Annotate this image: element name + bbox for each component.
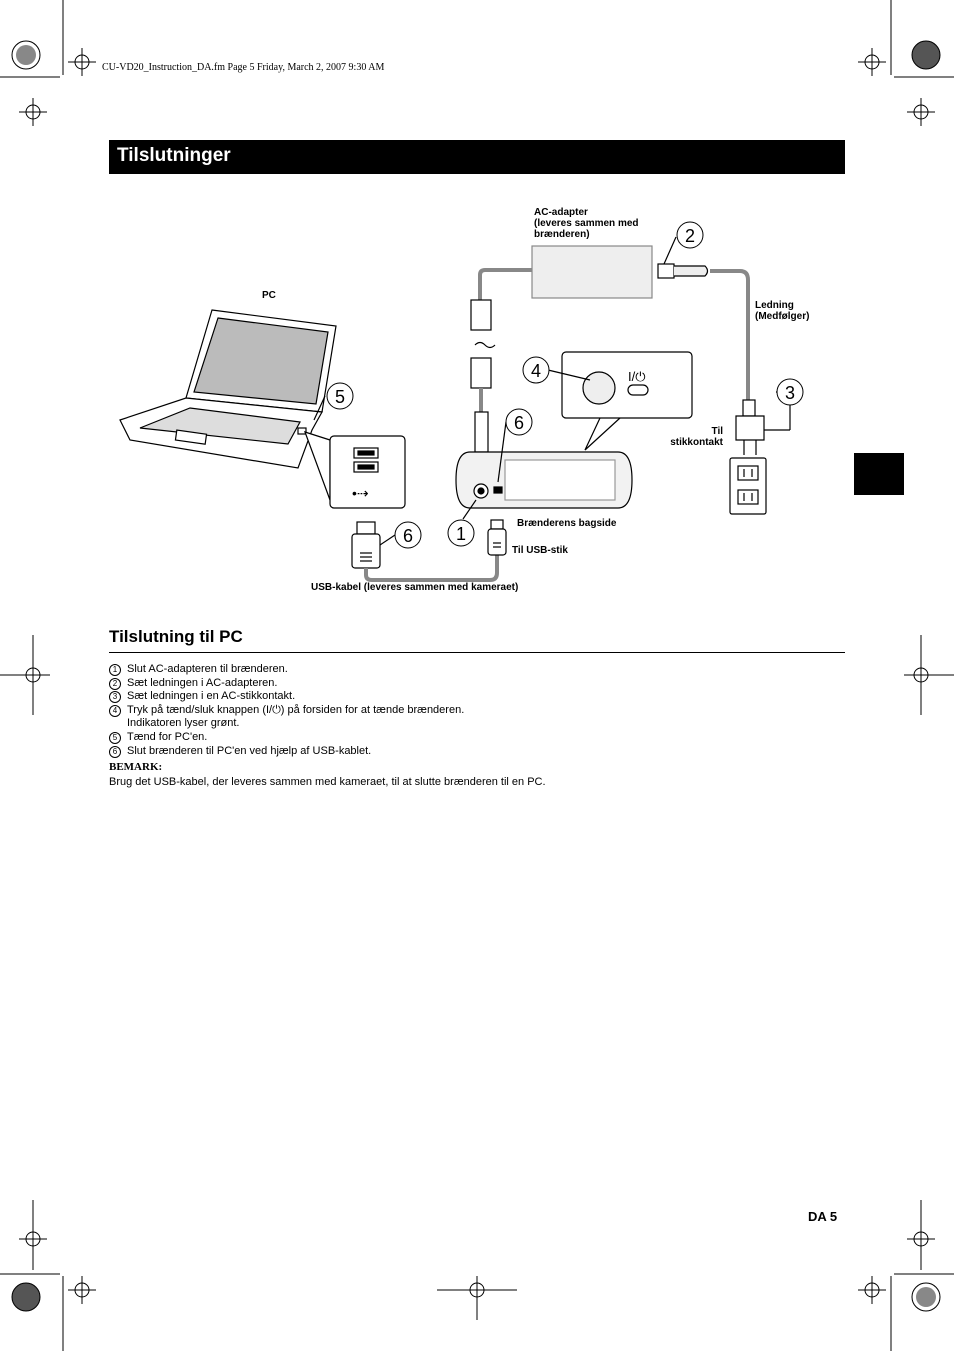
label-burner-back: Brænderens bagside — [517, 518, 617, 529]
callout-4 — [522, 356, 550, 384]
side-tab-marker — [854, 453, 904, 495]
callout-5 — [326, 382, 354, 410]
usb-cable — [364, 555, 499, 582]
banner-title: Tilslutninger — [117, 145, 231, 166]
step-text: Sæt ledningen i AC-adapteren. — [127, 676, 278, 689]
power-button-panel — [561, 351, 693, 419]
callout-1-text: 1 — [456, 524, 466, 544]
step-number: 3 — [109, 691, 121, 704]
power-button — [582, 371, 616, 405]
callout-3 — [776, 378, 804, 406]
list-item: 6 Slut brænderen til PC'en ved hjælp af U… — [109, 745, 464, 759]
ac-adapter-box — [531, 245, 653, 299]
page-number: DA 5 — [808, 1209, 838, 1224]
callout-2 — [676, 221, 704, 249]
list-item: 1 Slut AC-adapteren til brænderen. — [109, 663, 464, 677]
label-usb-cable: USB-kabel (leveres sammen med kameraet) — [311, 582, 519, 593]
power-symbol: I/⏻ — [628, 369, 646, 384]
note-text: Brug det USB-kabel, der leveres sammen m… — [109, 776, 546, 788]
callout-1 — [447, 519, 475, 547]
list-item-continuation: Indikatoren lyser grønt. — [109, 717, 464, 731]
indicator-lamp — [627, 384, 649, 396]
label-ac-adapter: AC-adapter (leveres sammen med brænderen… — [534, 207, 639, 240]
step-number: 1 — [109, 664, 121, 676]
section-banner: Tilslutninger — [109, 140, 845, 174]
callout-6-top — [505, 408, 533, 436]
adapter-cable — [478, 268, 532, 300]
callout-6-bottom-text: 6 — [403, 526, 413, 546]
usb-cable-plug-pc — [356, 521, 376, 535]
step-text: Sæt ledningen i en AC-stikkontakt. — [127, 690, 296, 703]
step-number: 5 — [109, 731, 121, 744]
svg-text:•⇢: •⇢ — [352, 485, 369, 501]
step-text: Tryk på tænd/sluk knappen (I/⏻) på forsi… — [127, 703, 465, 716]
step-number: 2 — [109, 677, 121, 690]
step-number: 6 — [109, 745, 121, 758]
label-pc: PC — [262, 290, 276, 301]
section-title: Tilslutning til PC — [109, 627, 243, 646]
callout-6-bottom — [394, 521, 422, 549]
list-item: 4 Tryk på tænd/sluk knappen (I/⏻) på fors… — [109, 704, 464, 718]
callout-6-top-text: 6 — [514, 413, 524, 433]
callout-4-text: 4 — [531, 361, 541, 381]
step-text: Slut AC-adapteren til brænderen. — [127, 663, 288, 675]
step-number: 4 — [109, 704, 121, 717]
step-text: Tænd for PC'en. — [127, 730, 208, 743]
list-item: 3 Sæt ledningen i en AC-stikkontakt. — [109, 690, 464, 704]
callout-2-text: 2 — [685, 226, 695, 246]
callout-3-text: 3 — [785, 383, 795, 403]
step-text: Indikatoren lyser grønt. — [127, 717, 240, 730]
file-header: CU-VD20_Instruction_DA.fm Page 5 Friday,… — [102, 62, 385, 73]
usb-cable-plug-burner — [490, 519, 504, 530]
list-item: 2 Sæt ledningen i AC-adapteren. — [109, 677, 464, 691]
note-title: BEMARK: — [109, 761, 163, 773]
label-outlet: Til stikkontakt — [670, 426, 723, 448]
label-usb-port: Til USB-stik — [512, 545, 568, 556]
list-item: 5 Tænd for PC'en. — [109, 731, 464, 745]
wall-plug — [735, 415, 765, 441]
step-text: Slut brænderen til PC'en ved hjælp af US… — [127, 744, 372, 757]
callout-5-text: 5 — [335, 387, 345, 407]
label-cord: Ledning (Medfølger) — [755, 300, 810, 322]
usb-port — [493, 486, 503, 494]
adapter-plug — [657, 263, 675, 279]
power-cord — [710, 269, 750, 400]
section-divider — [109, 652, 845, 653]
